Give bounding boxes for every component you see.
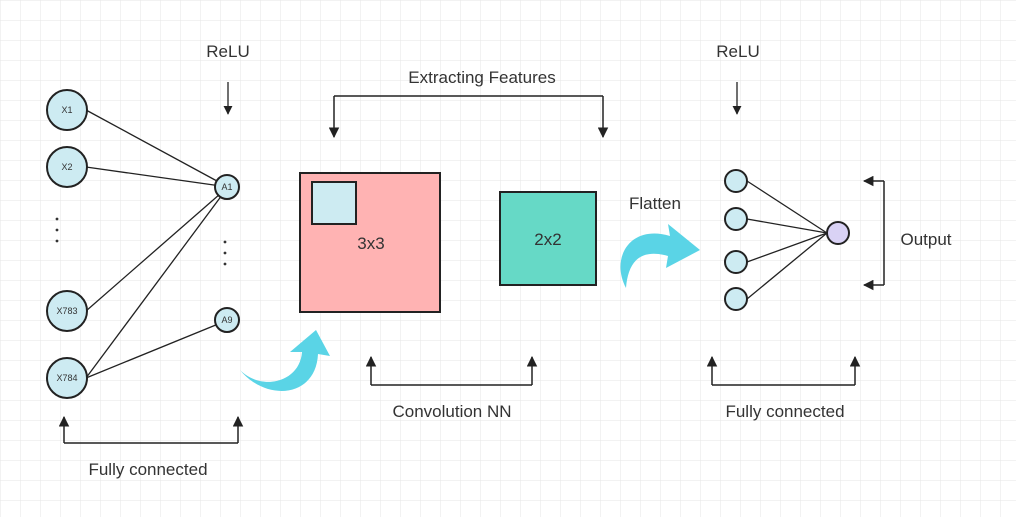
input-node-x1: X1 (46, 89, 88, 131)
conv-kernel (311, 181, 357, 225)
hidden-node-a1: A1 (214, 174, 240, 200)
relu-label-left: ReLU (206, 42, 249, 61)
conv-block-3x3: 3x3 (299, 172, 441, 313)
input-connections (85, 109, 229, 379)
input-node-label: X784 (56, 373, 77, 383)
flattened-node (724, 287, 748, 311)
input-node-label: X2 (61, 162, 72, 172)
flattened-node (724, 250, 748, 274)
extracting-features-label: Extracting Features (408, 68, 555, 87)
flattened-connections (746, 180, 828, 300)
output-node (826, 221, 850, 245)
input-node-x783: X783 (46, 290, 88, 332)
relu-label-right: ReLU (716, 42, 759, 61)
flattened-node (724, 207, 748, 231)
input-node-label: X783 (56, 306, 77, 316)
output-label: Output (900, 230, 951, 249)
fully-connected-label-left: Fully connected (88, 460, 207, 479)
conv-block-2x2: 2x2 (499, 191, 597, 286)
flattened-node (724, 169, 748, 193)
hidden-ellipsis (223, 240, 227, 266)
hidden-node-a9: A9 (214, 307, 240, 333)
input-node-x784: X784 (46, 357, 88, 399)
conv-block-3x3-label: 3x3 (357, 234, 384, 253)
hidden-node-label: A9 (221, 315, 232, 325)
input-node-label: X1 (61, 105, 72, 115)
flatten-label: Flatten (629, 194, 681, 213)
curved-arrow-icon (240, 330, 330, 391)
convolution-nn-label: Convolution NN (392, 402, 511, 421)
input-node-x2: X2 (46, 146, 88, 188)
input-ellipsis (55, 217, 59, 243)
hidden-node-label: A1 (221, 182, 232, 192)
curved-arrow-icon (620, 224, 700, 288)
fully-connected-label-right: Fully connected (725, 402, 844, 421)
conv-block-2x2-label: 2x2 (534, 230, 561, 249)
